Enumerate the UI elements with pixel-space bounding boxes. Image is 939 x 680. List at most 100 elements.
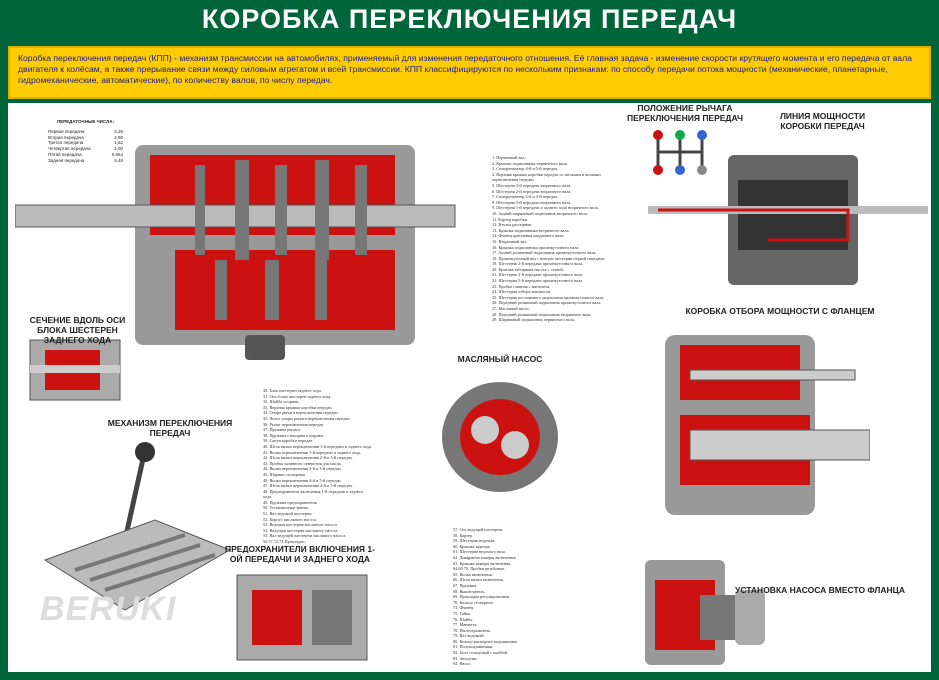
legend-item: 83. Заглушка.	[453, 655, 478, 661]
legend-item: 55. Вал ведущей шестерни масляного насос…	[263, 533, 347, 539]
legend-item: 9. Шестерня 1-й передачи и заднего хода …	[492, 205, 599, 211]
legend-item: 15. Вторичный вал.	[492, 238, 528, 244]
legend-item: 8. Шестерня 5-й передачи вторичного вала…	[492, 199, 572, 205]
gearbox-section-drawing	[15, 145, 456, 360]
shift-mechanism-drawing	[43, 442, 232, 611]
gear-ratio-row: Пятая передача 0,664	[48, 152, 123, 158]
legend-item: 7. Синхронизатор 2-й и 3-й передач.	[492, 194, 559, 200]
legend-item: 10. Задний шариковый подшипник вторичног…	[492, 210, 588, 216]
legend-item: 75. Гайка.	[453, 610, 472, 616]
legend-item: 11. Картер коробки.	[492, 216, 529, 222]
legend-item: 46. Вилка переключения 4-й и 5-й передач…	[263, 477, 342, 483]
legend-item: 41. Вилка переключения 1-й передачи и за…	[263, 449, 362, 455]
gear-ratio-label: Задняя передача	[48, 157, 85, 163]
page-title: КОРОБКА ПЕРЕКЛЮЧЕНИЯ ПЕРЕДАЧ	[201, 4, 738, 34]
power-line-drawing	[648, 155, 928, 285]
legend-item: 63. Крышка камеры включения.	[453, 560, 512, 566]
gear-ratio-value: 5,26	[114, 128, 123, 134]
pump-install-drawing	[645, 560, 765, 665]
legend-item: 27. Масляный насос.	[492, 306, 531, 312]
legend-item: 35. Чехол опоры рычага переключения пере…	[263, 415, 351, 421]
legend-item: 52. Корпус масляного насоса.	[263, 516, 318, 522]
legend-item: 49. Пружина предохранителя.	[263, 499, 318, 505]
legend-item: 4. Верхняя крышка коробки передач со што…	[492, 171, 601, 183]
oil-pump-title: МАСЛЯНЫЙ НАСОС	[457, 354, 543, 364]
gear-ratio-value: 2,90	[114, 134, 123, 140]
legend-item: 44. Вилка переключения 2-й и 3-й передач…	[263, 466, 342, 472]
legend-item: 36. Рычаг переключения передач.	[263, 421, 325, 427]
locks-drawing	[236, 574, 368, 661]
oil-pump-drawing	[442, 382, 558, 492]
legend-item: 21. Шестерня 3-й передачи промежуточного…	[492, 272, 584, 278]
power-line-title: ЛИНИЯ МОЩНОСТИ КОРОБКИ ПЕРЕДАЧ	[779, 111, 866, 131]
legend-item: 17. Задний роликовый подшипник промежуто…	[492, 250, 597, 256]
parts-legend-2: 30. Блок шестерен заднего хода.31. Ось б…	[263, 388, 373, 545]
gear-ratio-value: 1,52	[114, 140, 123, 146]
legend-item: 53. Ведомая шестерня масляного насоса.	[263, 522, 338, 528]
legend-item: 82. Болт стопорный с шайбой.	[453, 650, 509, 656]
legend-item: 40. Шток вилки переключения 1-й передачи…	[263, 443, 373, 449]
legend-item: 68. Выключатель.	[453, 588, 486, 594]
legend-item: 50. Установочные винты.	[263, 505, 309, 511]
gear-ratio-label: Первая передача	[48, 128, 85, 134]
gear-ratio-label: Пятая передача	[48, 151, 82, 157]
parts-legend-3: 57. Ось ведущей шестерни.58. Картер.59. …	[453, 527, 563, 667]
legend-item: 43. Пробка заливного отверстия для масла…	[263, 460, 342, 466]
legend-item: 77. Манжета.	[453, 622, 478, 628]
locks-title: ПРЕДОХРАНИТЕЛИ ВКЛЮЧЕНИЯ 1-ОЙ ПЕРЕДАЧИ И…	[225, 544, 375, 564]
legend-item: 5. Шестерня 3-й передачи вторичного вала…	[492, 182, 572, 188]
legend-item: 39. Сапун коробки передач.	[263, 438, 314, 444]
legend-item: 12. Втулка распорная.	[492, 222, 533, 228]
beruki-logo: BERUKI	[40, 590, 177, 628]
legend-item: 42. Шток вилки переключения 2-й и 3-й пе…	[263, 455, 353, 461]
legend-item: 66. Шток вилки включения.	[453, 577, 504, 583]
legend-item: 38. Пружина стопорного шарика.	[263, 432, 324, 438]
legend-item: 34. Опора рычага переключения передач.	[263, 410, 339, 416]
legend-item: 29. Шариковый подшипник первичного вала.	[492, 317, 575, 323]
legend-item: 60. Крышка картера.	[453, 543, 491, 549]
pump-install-title: УСТАНОВКА НАСОСА ВМЕСТО ФЛАНЦА	[735, 585, 905, 595]
legend-item: 62. Диафрагма камеры включения.	[453, 554, 517, 560]
legend-item: 51. Вал ведомой шестерни.	[263, 511, 313, 517]
pto-drawing	[665, 335, 870, 515]
legend-item: 28. Передний роликовый подшипник вторичн…	[492, 311, 592, 317]
gear-ratio-row: Первая передача 5,26	[48, 129, 123, 135]
legend-item: 57. Ось ведущей шестерни.	[453, 527, 504, 532]
legend-item: 19. Шестерня 2-й передачи промежуточного…	[492, 261, 584, 267]
legend-item: 81. Полуподшипники.	[453, 644, 494, 650]
shift-mechanism-title: МЕХАНИЗМ ПЕРЕКЛЮЧЕНИЯ ПЕРЕДАЧ	[107, 418, 233, 438]
parts-legend-1: 1. Первичный вал.2. Крышка подшипника пе…	[492, 155, 617, 323]
legend-item: 33. Верхняя крышка коробки передач.	[263, 404, 333, 410]
legend-item: 30. Блок шестерен заднего хода.	[263, 388, 322, 393]
legend-item: 14. Фланец крепления карданного вала.	[492, 233, 565, 239]
legend-item: 2. Крышка подшипника первичного вала.	[492, 160, 568, 166]
legend-item: 24. Шестерня отбора мощности.	[492, 289, 552, 295]
legend-item: 80. Кольцо распорное подшипника.	[453, 638, 518, 644]
legend-item: 37. Пружина рычага.	[263, 427, 302, 433]
legend-item: 32. Шайба упорная.	[263, 399, 300, 405]
pto-title: КОРОБКА ОТБОРА МОЩНОСТИ С ФЛАНЦЕМ	[685, 306, 875, 316]
legend-item: 59. Шестерня ведущая.	[453, 538, 496, 544]
legend-item: 73. Фланец.	[453, 605, 475, 611]
legend-item: 79. Вал ведомый.	[453, 633, 485, 639]
legend-item: 70. Кольцо стопорное.	[453, 599, 494, 605]
legend-item: 61. Шестерня ведомого вала.	[453, 549, 506, 555]
legend-item: 16. Крышка подшипника промежуточного вал…	[492, 244, 580, 250]
legend-item: 54. Ведущая шестерня масляного насоса.	[263, 527, 339, 533]
legend-item: 58. Картер.	[453, 532, 474, 538]
legend-item: 67. Пружина.	[453, 582, 478, 588]
legend-item: 13. Крышка подшипника вторичного вала.	[492, 227, 570, 233]
legend-item: 18. Промежуточный вал с венцом шестерни …	[492, 255, 605, 261]
lever-positions-title: ПОЛОЖЕНИЕ РЫЧАГА ПЕРЕКЛЮЧЕНИЯ ПЕРЕДАЧ	[627, 103, 743, 123]
legend-item: 3. Синхронизатор 4-й и 5-й передач.	[492, 166, 559, 172]
gear-ratio-value: 0,664	[111, 151, 123, 157]
lever-positions-diagram	[653, 130, 707, 175]
legend-item: 69. Прокладка регулировочная.	[453, 594, 511, 600]
legend-item: 6. Шестерня 2-й передачи вторичного вала…	[492, 188, 572, 194]
legend-item: 48. Предохранитель включения 1-й передач…	[263, 488, 364, 500]
reverse-section-title: СЕЧЕНИЕ ВДОЛЬ ОСИ БЛОКА ШЕСТЕРЕН ЗАДНЕГО…	[29, 315, 126, 345]
